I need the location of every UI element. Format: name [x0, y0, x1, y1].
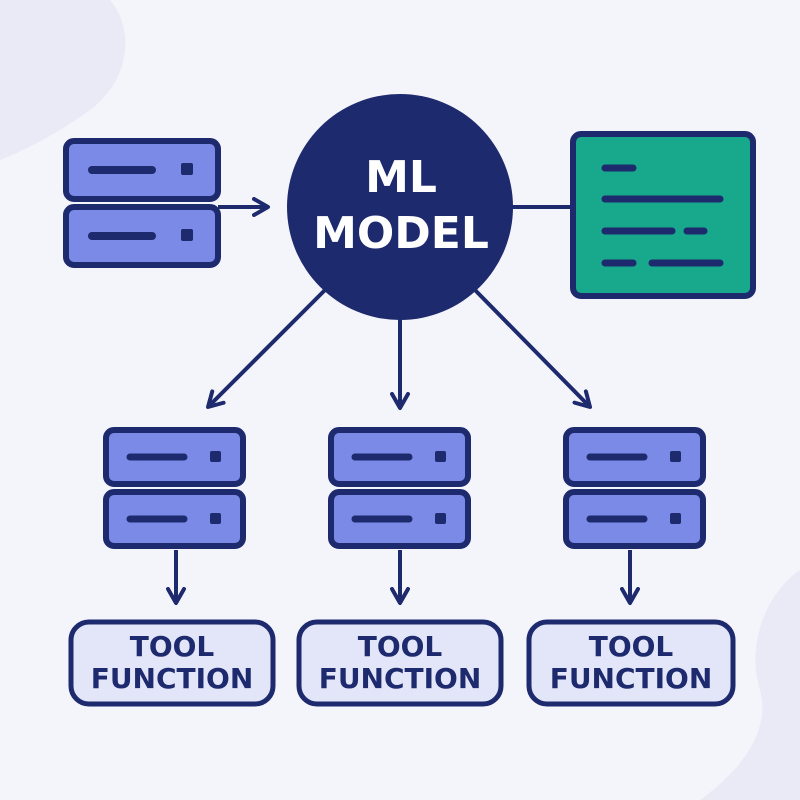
tool-server-icon-3 — [563, 427, 706, 549]
ml-model-label: ML MODEL — [288, 150, 514, 262]
tool-server-icon-1 — [103, 427, 246, 549]
ml-model-node — [287, 94, 513, 320]
output-document-icon — [570, 131, 756, 299]
tool-function-box-3 — [526, 619, 736, 707]
tool-function-3-line2: FUNCTION — [549, 662, 713, 695]
tool-function-3-line1: TOOL — [588, 630, 674, 663]
tool-function-1-line2: FUNCTION — [90, 662, 254, 695]
input-server-icon — [63, 138, 221, 268]
arrow-model-to-tool-3 — [473, 288, 592, 409]
ml-model-label-line1: ML — [365, 152, 437, 203]
tool-function-2-line2: FUNCTION — [318, 662, 482, 695]
ml-model-label-line2: MODEL — [313, 208, 489, 259]
tool-server-icon-2 — [328, 427, 471, 549]
tool-function-1-line1: TOOL — [129, 630, 215, 663]
tool-function-box-2 — [296, 619, 504, 707]
tool-function-label-3: TOOL FUNCTION — [529, 622, 733, 704]
arrow-model-to-tool-1 — [206, 288, 327, 409]
tool-function-label-2: TOOL FUNCTION — [299, 622, 501, 704]
background-blob-bottom-right — [700, 570, 800, 800]
tool-function-label-1: TOOL FUNCTION — [71, 622, 273, 704]
background-blob-top-left — [0, 0, 126, 160]
tool-function-2-line1: TOOL — [357, 630, 443, 663]
tool-function-box-1 — [68, 619, 276, 707]
